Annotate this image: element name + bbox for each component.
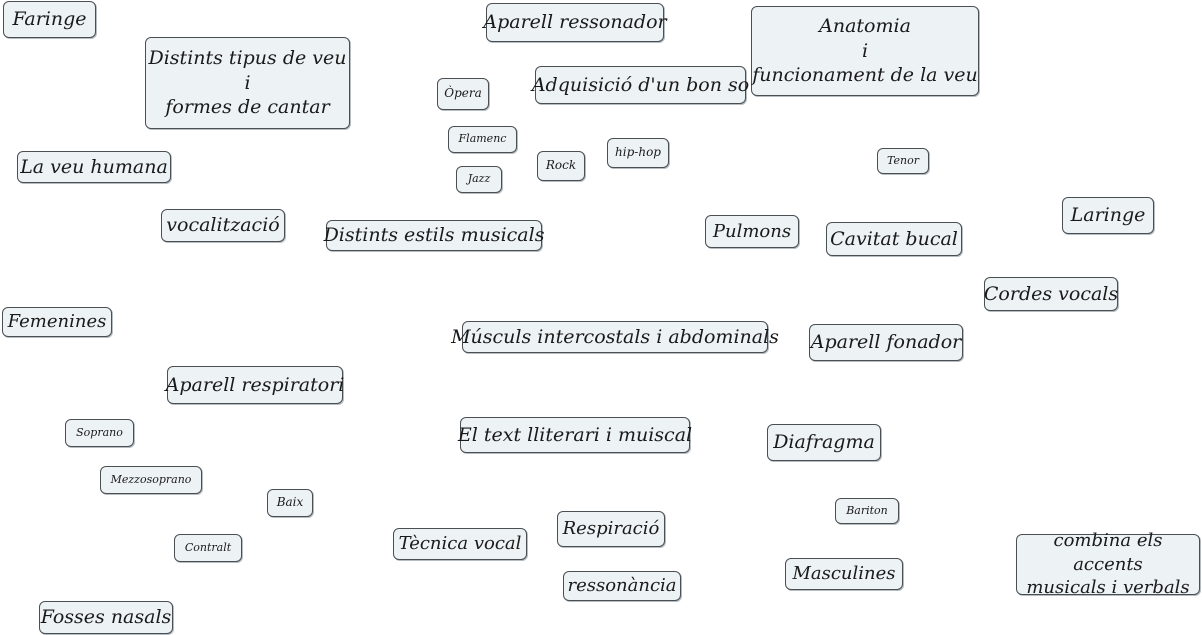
node-aparell-fonador[interactable]: Aparell fonador [809, 324, 963, 361]
node-adquisicio-bon-so[interactable]: Adquisició d'un bon so [532, 66, 749, 104]
node-cordes-vocals[interactable]: Cordes vocals [984, 277, 1118, 311]
node-line: musicals i verbals [1026, 577, 1190, 599]
node-distints-estils-musicals[interactable]: Distints estils musicals [324, 220, 544, 251]
node-contralt[interactable]: Contralt [174, 534, 242, 562]
node-line: formes de cantar [165, 96, 330, 119]
node-faringe[interactable]: Faringe [3, 1, 96, 38]
node-flamenc[interactable]: Flamenc [448, 126, 517, 153]
node-line: Anatomia [819, 14, 911, 37]
node-combina-accents[interactable]: combina els accents musicals i verbals [1016, 530, 1200, 598]
node-ressonancia[interactable]: ressonància [563, 571, 681, 601]
node-femenines[interactable]: Femenines [2, 307, 112, 337]
node-line: Distints tipus de veu [148, 46, 347, 69]
node-pulmons[interactable]: Pulmons [705, 215, 799, 248]
node-aparell-ressonador[interactable]: Aparell ressonador [483, 3, 667, 42]
node-tenor[interactable]: Tenor [877, 148, 929, 174]
node-masculines[interactable]: Masculines [785, 558, 903, 590]
node-aparell-respiratori[interactable]: Aparell respiratori [166, 366, 344, 404]
node-baix[interactable]: Baix [267, 489, 313, 517]
node-cavitat-bucal[interactable]: Cavitat bucal [826, 222, 962, 256]
node-line: i [244, 71, 251, 94]
node-tecnica-vocal[interactable]: Tècnica vocal [393, 528, 527, 560]
node-opera[interactable]: Òpera [437, 78, 489, 110]
node-line: i [861, 39, 869, 62]
node-diafragma[interactable]: Diafragma [767, 424, 881, 461]
node-anatomia-funcionament-veu[interactable]: Anatomia i funcionament de la veu [751, 6, 979, 96]
node-mezzosoprano[interactable]: Mezzosoprano [100, 466, 202, 494]
node-la-veu-humana[interactable]: La veu humana [17, 151, 171, 183]
node-laringe[interactable]: Laringe [1062, 197, 1154, 234]
node-soprano[interactable]: Soprano [65, 419, 134, 447]
node-bariton[interactable]: Bariton [835, 498, 899, 524]
node-fosses-nasals[interactable]: Fosses nasals [39, 601, 173, 634]
node-vocalitzacio[interactable]: vocalització [161, 209, 285, 242]
node-line: combina els accents [1053, 530, 1163, 575]
node-jazz[interactable]: Jazz [456, 166, 502, 193]
node-rock[interactable]: Rock [537, 151, 585, 181]
node-line: funcionament de la veu [752, 64, 978, 87]
node-hip-hop[interactable]: hip-hop [607, 138, 669, 168]
node-musculs-intercostals[interactable]: Músculs intercostals i abdominals [451, 321, 779, 353]
node-distints-tipus-de-veu[interactable]: Distints tipus de veu i formes de cantar [145, 37, 350, 129]
node-text-literari-musical[interactable]: El text lliterari i muiscal [458, 417, 692, 453]
node-respiracio[interactable]: Respiració [557, 511, 665, 547]
